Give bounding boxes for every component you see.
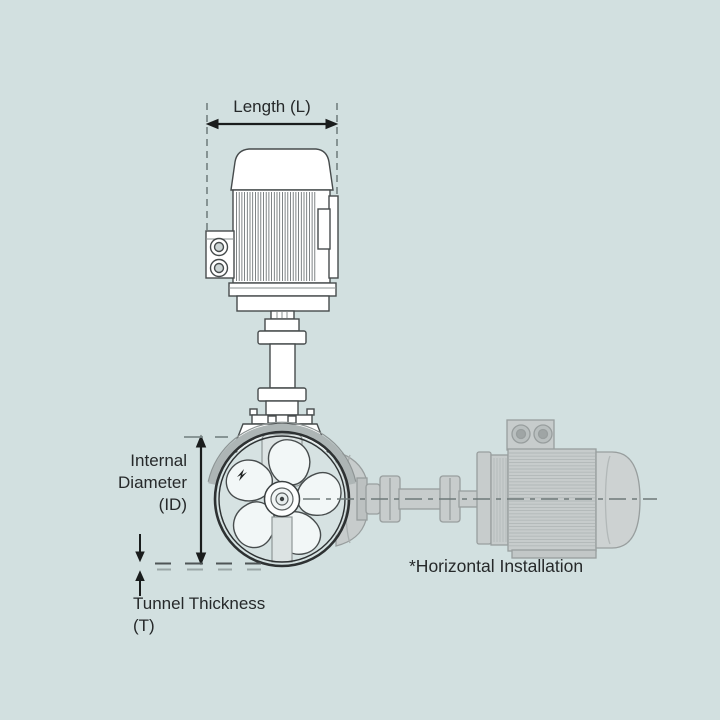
propeller-blade	[296, 471, 342, 516]
propeller-blade	[225, 459, 274, 502]
vertical-motor	[230, 148, 334, 284]
horizontal-installation-label: *Horizontal Installation	[409, 556, 584, 576]
arrowhead-up-icon	[195, 434, 207, 448]
gear-leg-skeg	[271, 516, 293, 563]
motor-flange	[476, 451, 492, 545]
tunnel-perspective-band	[208, 423, 356, 486]
internal-diameter-dimension	[195, 434, 207, 566]
ghost-motor-fins	[509, 452, 595, 547]
length-dimension-label: Length (L)	[233, 97, 311, 116]
motor-body	[232, 189, 331, 284]
arrowhead-down-icon	[195, 552, 207, 566]
arrowhead-down-icon	[135, 551, 145, 563]
motor-base-flange	[228, 282, 337, 297]
mount-bolt	[306, 408, 315, 416]
length-guide-lines	[206, 103, 338, 232]
gear-neck	[265, 400, 299, 416]
ghost-motor-body	[507, 448, 597, 552]
horizontal-installation-assembly	[335, 419, 597, 552]
tunnel-and-propeller	[207, 421, 357, 568]
motor-terminal-plate	[317, 208, 331, 250]
arrowhead-left-icon	[205, 118, 219, 130]
shaft-coupling	[264, 318, 300, 332]
ghost-motor-foot	[511, 549, 597, 559]
motor-pedestal	[236, 295, 330, 312]
arrowhead-up-icon	[135, 570, 145, 581]
internal-diameter-label: Internal Diameter (ID)	[118, 451, 187, 514]
propeller-blade	[267, 439, 311, 486]
flange-ring-upper	[257, 330, 307, 345]
propeller-logo-icon	[237, 469, 247, 481]
motor-dome-cap	[230, 148, 334, 191]
ghost-motor-endcap-group	[511, 451, 641, 559]
ghost-bracket-ribs	[493, 458, 507, 542]
mount-bolt	[249, 408, 258, 416]
ghost-motor-endcap	[595, 451, 641, 549]
tunnel-thickness-dimension	[135, 534, 145, 596]
drive-column	[269, 343, 296, 389]
motor-cooling-fins	[236, 192, 316, 281]
flange-ring-lower	[257, 387, 307, 402]
tunnel-thickness-label: Tunnel Thickness (T)	[133, 594, 266, 635]
length-dimension	[205, 118, 339, 130]
arrowhead-right-icon	[325, 118, 339, 130]
motor-end-bracket	[490, 454, 509, 546]
